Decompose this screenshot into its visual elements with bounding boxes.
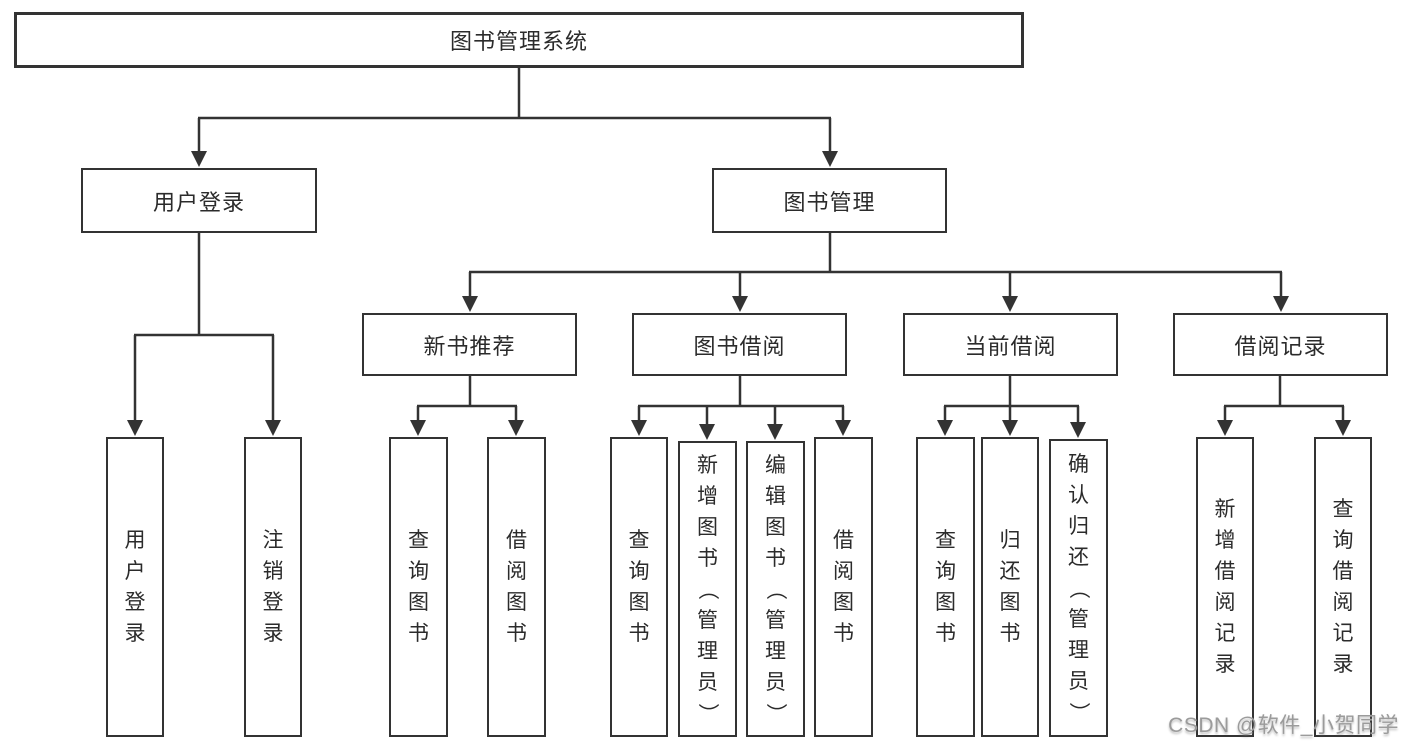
leaf-query-books-borrow: 查询图书	[610, 437, 668, 737]
leaf-user-login: 用户登录	[106, 437, 164, 737]
leaf-return-books: 归还图书	[981, 437, 1039, 737]
leaf-borrow-books-recommend-label: 借阅图书	[506, 529, 527, 645]
node-borrowing-records: 借阅记录	[1173, 313, 1388, 376]
leaf-query-borrow-record-label: 查询借阅记录	[1332, 498, 1354, 676]
csdn-watermark: CSDN @软件_小贺同学	[1168, 714, 1399, 737]
leaf-borrow-books: 借阅图书	[814, 437, 873, 737]
connector-book-borrow-group	[631, 376, 851, 440]
node-new-book-recommendation: 新书推荐	[362, 313, 577, 376]
leaf-add-borrow-record: 新增借阅记录	[1196, 437, 1254, 737]
leaf-query-books-current: 查询图书	[916, 437, 975, 737]
leaf-borrow-books-label: 借阅图书	[833, 529, 854, 645]
connector-book-management-to-level3	[462, 233, 1289, 312]
leaf-confirm-return-admin-label: 确认归还（管理员）	[1067, 452, 1090, 723]
leaf-return-books-label: 归还图书	[999, 529, 1021, 645]
leaf-query-books-borrow-label: 查询图书	[628, 529, 650, 645]
leaf-add-books-admin: 新增图书（管理员）	[678, 441, 737, 737]
leaf-logout-label: 注销登录	[262, 529, 284, 645]
node-user-login: 用户登录	[81, 168, 317, 233]
leaf-edit-books-admin: 编辑图书（管理员）	[746, 441, 805, 737]
leaf-add-books-admin-label: 新增图书（管理员）	[696, 453, 719, 724]
leaf-query-borrow-record: 查询借阅记录	[1314, 437, 1372, 737]
leaf-add-borrow-record-label: 新增借阅记录	[1214, 498, 1236, 676]
leaf-query-books-recommend: 查询图书	[389, 437, 448, 737]
leaf-confirm-return-admin: 确认归还（管理员）	[1049, 439, 1108, 737]
connector-borrow-records-group	[1217, 376, 1351, 436]
leaf-user-login-label: 用户登录	[124, 529, 146, 645]
leaf-query-books-current-label: 查询图书	[935, 529, 956, 645]
connector-root-to-level2	[191, 67, 838, 167]
connector-current-borrow-group	[937, 376, 1086, 438]
leaf-logout: 注销登录	[244, 437, 302, 737]
node-root-library-management-system: 图书管理系统	[14, 12, 1024, 68]
node-book-borrowing: 图书借阅	[632, 313, 847, 376]
node-book-management: 图书管理	[712, 168, 947, 233]
leaf-query-books-recommend-label: 查询图书	[408, 529, 429, 645]
leaf-edit-books-admin-label: 编辑图书（管理员）	[764, 453, 787, 724]
node-current-borrowing: 当前借阅	[903, 313, 1118, 376]
connector-user-login-group	[127, 233, 281, 436]
connector-new-book-group	[410, 376, 524, 436]
leaf-borrow-books-recommend: 借阅图书	[487, 437, 546, 737]
